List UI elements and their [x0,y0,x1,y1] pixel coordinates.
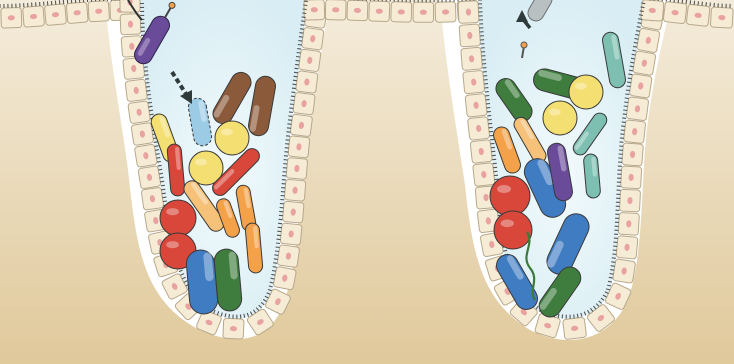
epithelial-cell [637,28,661,53]
epithelial-cell [626,97,649,121]
bacterium-icon [160,200,196,236]
epithelial-cell [686,4,710,26]
epithelial-cell [616,236,638,259]
epithelial-cell [347,0,368,21]
epithelial-cell [66,2,88,24]
epithelial-cell [663,1,687,23]
epithelial-cell [131,122,154,145]
bacterium-icon [213,248,242,312]
epithelial-cell [301,27,324,50]
epithelial-cell [465,93,487,117]
epithelial-cell [125,79,147,102]
epithelial-cell [622,143,644,166]
epithelial-cell [304,0,325,20]
bacterium-icon [185,249,218,315]
epithelial-cell [618,212,639,235]
epithelial-cell [413,2,433,22]
epithelial-cell [473,163,495,187]
bacterium-icon [490,176,530,216]
epithelial-cell [467,117,489,141]
epithelial-cell [563,317,587,339]
epithelial-cell [633,51,656,76]
epithelial-cell [282,201,304,223]
bacterium-icon [569,75,603,109]
epithelial-cell [613,259,636,284]
nucleus [420,10,427,15]
epithelial-cell [293,92,315,115]
epithelial-cell [128,101,151,124]
epithelial-cell [463,70,485,94]
epithelial-cell [458,1,479,24]
epithelial-cell [280,223,302,245]
epithelial-cell [88,1,110,22]
epithelial-cell [273,266,296,290]
epithelial-cell [470,140,492,164]
epithelial-cell [298,49,321,72]
epithelial-cell [134,144,157,167]
epithelial-cell [619,189,640,212]
epithelial-cell [138,166,161,189]
epithelial-cell [141,187,164,210]
epithelial-cell [296,71,318,94]
bacterium-icon [494,211,532,249]
epithelial-cell [44,4,66,26]
epithelial-cell [120,14,141,35]
epithelial-cell [288,136,310,158]
epithelial-cell [369,1,390,22]
epithelial-cell [435,2,456,23]
epithelial-cell [624,120,646,144]
epithelial-cell [325,0,346,20]
epithelial-cell [277,245,300,268]
bacterium-icon [543,101,577,135]
epithelial-cell [461,47,483,70]
epithelial-cell [391,2,412,22]
epithelial-cell [284,179,306,201]
epithelial-cell [629,74,652,98]
bacterium-icon [215,121,249,155]
epithelial-cell [290,114,312,137]
epithelial-cell [223,318,244,339]
epithelial-cell [1,7,22,28]
epithelial-cell [286,157,308,179]
epithelial-cell [710,7,733,28]
epithelial-cell [23,6,45,27]
epithelial-cell [459,24,480,47]
epithelial-cell [621,166,642,189]
pin-head-icon [521,42,527,48]
